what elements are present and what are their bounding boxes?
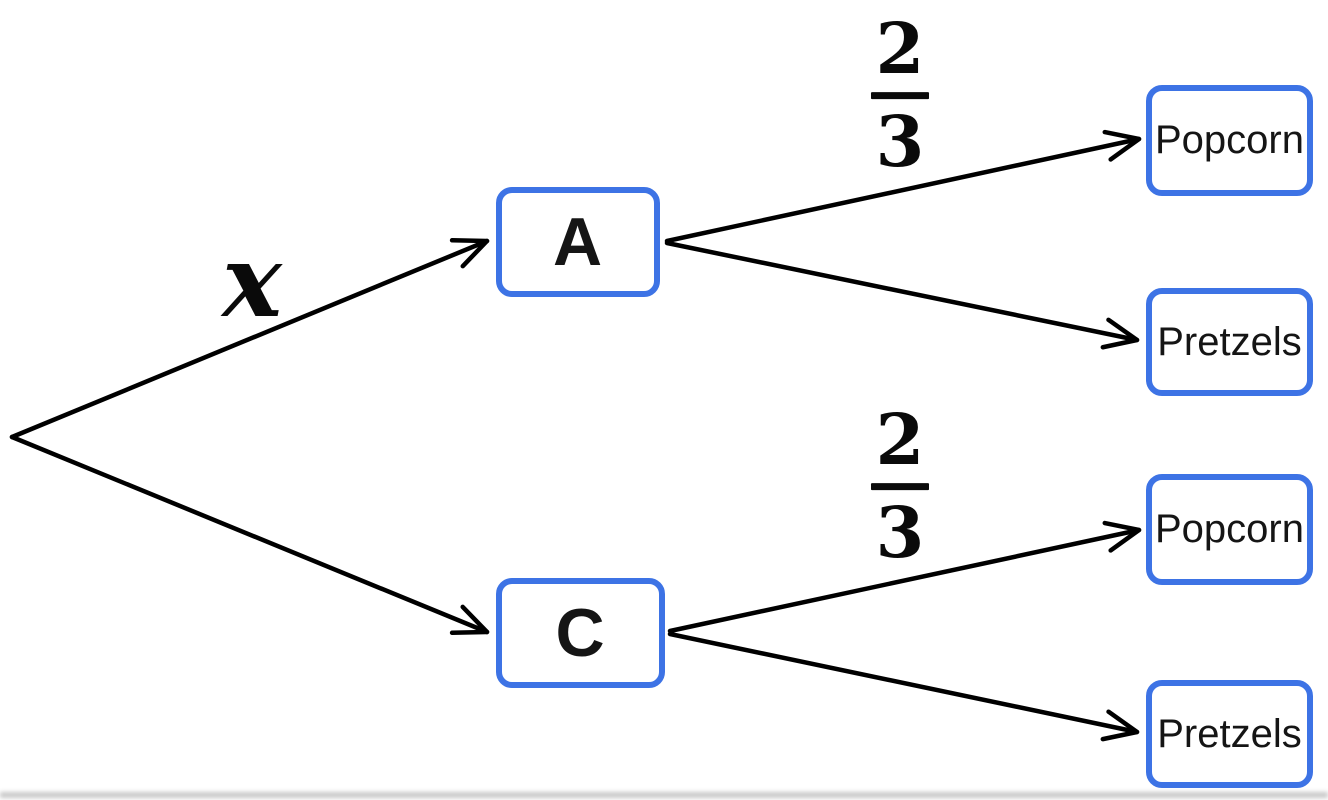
- fraction-denominator: 3: [875, 491, 925, 575]
- tree-leaf-c-pretzels-label: Pretzels: [1157, 711, 1302, 756]
- tree-leaf-a-pretzels: Pretzels: [1146, 288, 1313, 396]
- tree-leaf-c-pretzels: Pretzels: [1146, 680, 1313, 788]
- tree-leaf-c-popcorn-label: Popcorn: [1155, 507, 1304, 551]
- fraction-bar: [871, 92, 929, 100]
- fraction-denominator: 3: [875, 100, 925, 184]
- branch-c-to-popcorn: [667, 520, 1142, 634]
- tree-node-c: C: [496, 578, 665, 688]
- tree-leaf-c-popcorn: Popcorn: [1146, 474, 1313, 585]
- branch-root-to-c: [9, 434, 490, 636]
- fraction-numerator: 2: [875, 398, 925, 482]
- branch-a-to-pretzels: [664, 240, 1140, 350]
- tree-node-c-label: C: [555, 595, 606, 671]
- branch-probability-c-popcorn: 2 3: [871, 398, 929, 575]
- tree-leaf-a-popcorn: Popcorn: [1146, 85, 1313, 196]
- fraction-bar: [871, 483, 929, 491]
- tree-node-a: A: [496, 187, 660, 297]
- branch-probability-a-popcorn: 2 3: [871, 7, 929, 184]
- tree-node-a-label: A: [552, 204, 604, 280]
- branch-root-to-a: [9, 238, 490, 440]
- fraction-numerator: 2: [875, 7, 925, 91]
- branch-a-to-popcorn: [664, 129, 1142, 244]
- branch-label-x: x: [222, 222, 282, 340]
- tree-leaf-a-popcorn-label: Popcorn: [1155, 118, 1304, 162]
- cropped-content-artifact: [0, 792, 1328, 798]
- branch-c-to-pretzels: [667, 631, 1140, 742]
- tree-leaf-a-pretzels-label: Pretzels: [1157, 319, 1302, 364]
